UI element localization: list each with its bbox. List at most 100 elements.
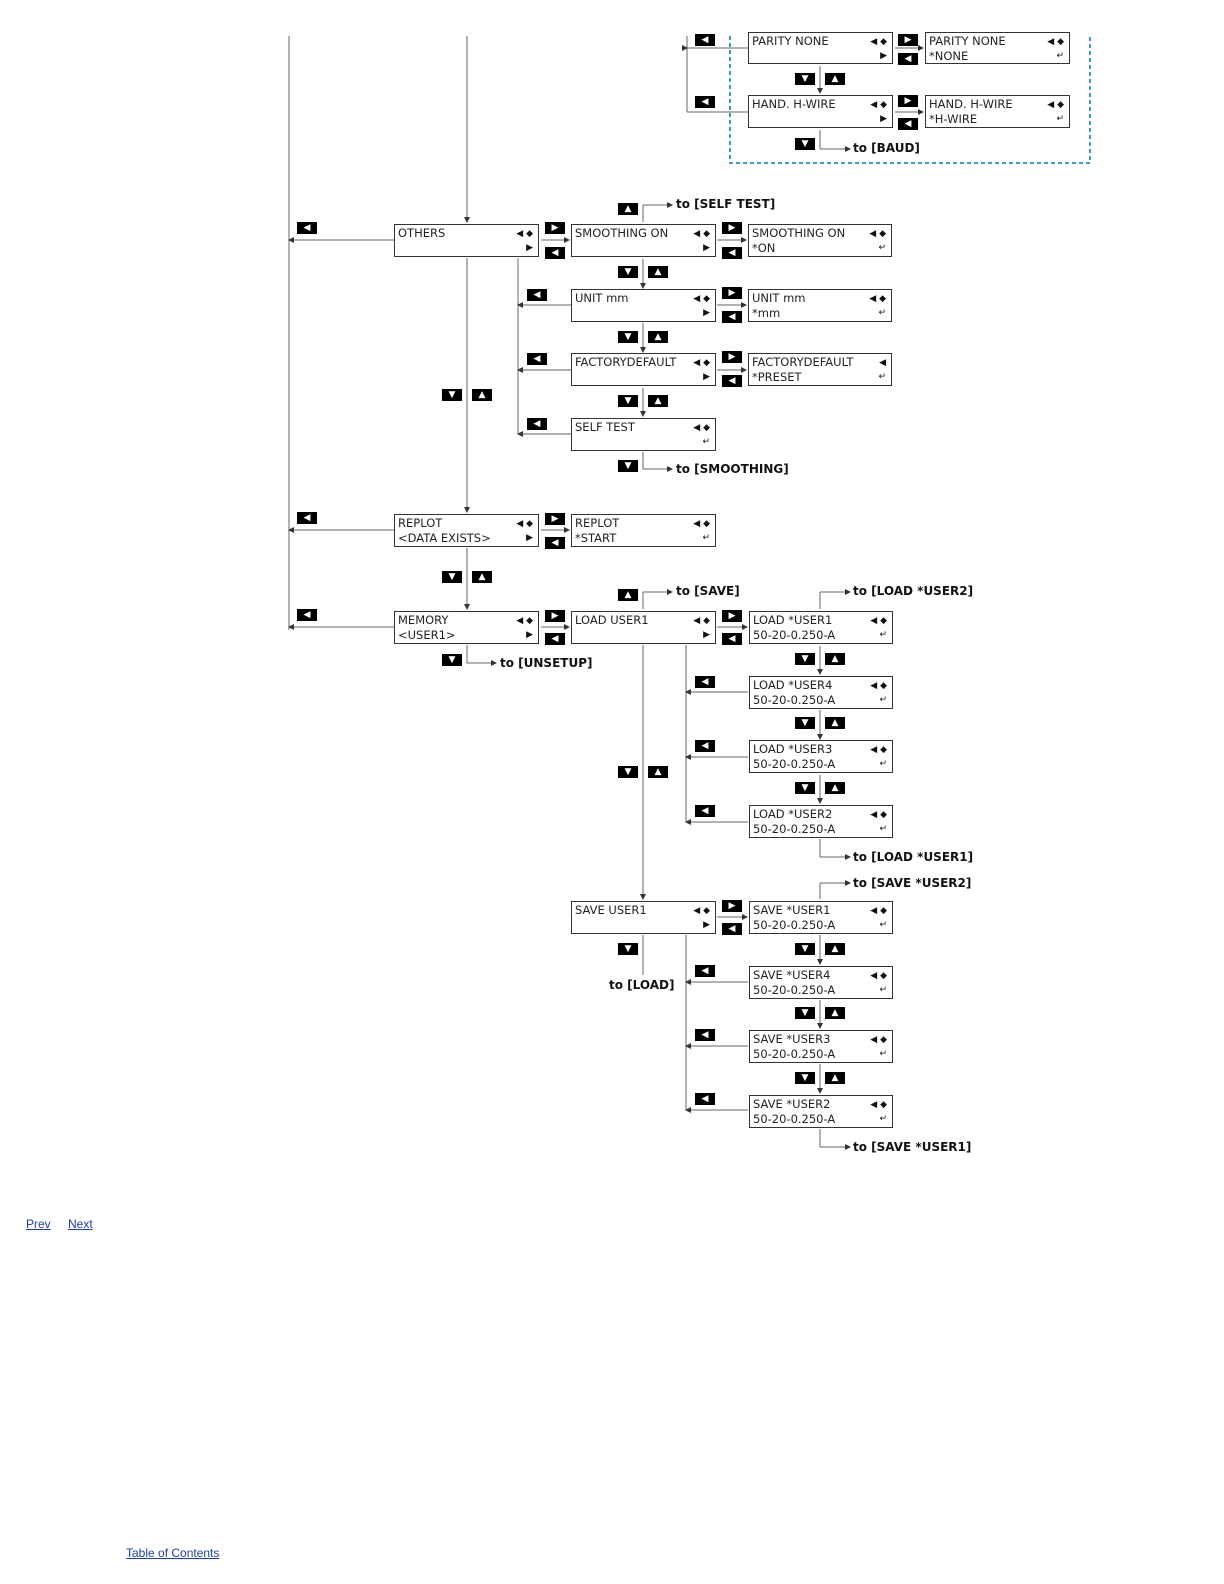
lcd-line2: 50-20-0.250-A — [753, 918, 836, 932]
lcd-factorydefault: FACTORYDEFAULT ◀ ◆ ▶ — [571, 353, 716, 386]
left-key-icon: ◀ — [695, 34, 715, 46]
down-key-icon: ▼ — [795, 1072, 815, 1084]
up-key-icon: ▲ — [825, 717, 845, 729]
down-key-icon: ▼ — [442, 571, 462, 583]
down-key-icon: ▼ — [618, 266, 638, 278]
label-to-save-user1: to [SAVE *USER1] — [853, 1140, 972, 1154]
right-key-icon: ▶ — [545, 513, 565, 525]
right-arrow-icon: ▶ — [703, 630, 710, 640]
left-key-icon: ◀ — [695, 96, 715, 108]
left-key-icon: ◀ — [527, 289, 547, 301]
lcd-hand-hwire: HAND. H-WIRE ◀ ◆ ▶ — [748, 95, 893, 128]
up-key-icon: ▲ — [825, 653, 845, 665]
left-key-icon: ◀ — [545, 537, 565, 549]
down-key-icon: ▼ — [795, 782, 815, 794]
down-key-icon: ▼ — [442, 389, 462, 401]
left-key-icon: ◀ — [722, 247, 742, 259]
up-key-icon: ▲ — [648, 766, 668, 778]
left-key-icon: ◀ — [722, 633, 742, 645]
down-key-icon: ▼ — [618, 460, 638, 472]
left-updown-icon: ◀ ◆ — [870, 1100, 887, 1110]
enter-icon: ↵ — [702, 533, 710, 543]
lcd-line1: LOAD *USER2 — [753, 807, 833, 821]
enter-icon: ↵ — [879, 1049, 887, 1059]
left-key-icon: ◀ — [545, 247, 565, 259]
lcd-unit-mm-sub: UNIT mm *mm ◀ ◆ ↵ — [748, 289, 892, 322]
left-updown-icon: ◀ ◆ — [1047, 100, 1064, 110]
enter-icon: ↵ — [702, 437, 710, 447]
lcd-line1: LOAD *USER3 — [753, 742, 833, 756]
down-key-icon: ▼ — [618, 766, 638, 778]
enter-icon: ↵ — [878, 372, 886, 382]
enter-icon: ↵ — [879, 824, 887, 834]
enter-icon: ↵ — [879, 985, 887, 995]
left-key-icon: ◀ — [722, 923, 742, 935]
up-key-icon: ▲ — [825, 943, 845, 955]
lcd-save-user3: SAVE *USER3 50-20-0.250-A ◀ ◆ ↵ — [749, 1030, 893, 1063]
left-key-icon: ◀ — [695, 740, 715, 752]
lcd-line1: PARITY NONE — [752, 34, 829, 48]
left-key-icon: ◀ — [722, 375, 742, 387]
table-of-contents-link[interactable]: Table of Contents — [126, 1546, 220, 1560]
down-key-icon: ▼ — [795, 653, 815, 665]
label-to-load-user2: to [LOAD *USER2] — [853, 584, 974, 598]
left-key-icon: ◀ — [898, 118, 918, 130]
lcd-line2: 50-20-0.250-A — [753, 628, 836, 642]
up-key-icon: ▲ — [825, 1072, 845, 1084]
right-key-icon: ▶ — [545, 610, 565, 622]
prev-link[interactable]: Prev — [26, 1217, 51, 1231]
lcd-line1: HAND. H-WIRE — [752, 97, 836, 111]
left-key-icon: ◀ — [695, 1029, 715, 1041]
label-to-self-test: to [SELF TEST] — [676, 197, 776, 211]
up-key-icon: ▲ — [825, 73, 845, 85]
left-key-icon: ◀ — [297, 512, 317, 524]
lcd-line1: MEMORY — [398, 613, 449, 627]
down-key-icon: ▼ — [618, 331, 638, 343]
right-arrow-icon: ▶ — [526, 630, 533, 640]
right-key-icon: ▶ — [722, 287, 742, 299]
lcd-line2: 50-20-0.250-A — [753, 822, 836, 836]
lcd-replot-sub: REPLOT *START ◀ ◆ ↵ — [571, 514, 716, 547]
up-key-icon: ▲ — [618, 589, 638, 601]
right-key-icon: ▶ — [898, 95, 918, 107]
lcd-unit-mm: UNIT mm ◀ ◆ ▶ — [571, 289, 716, 322]
lcd-line2: 50-20-0.250-A — [753, 1047, 836, 1061]
lcd-parity-none: PARITY NONE ◀ ◆ ▶ — [748, 32, 893, 64]
lcd-line2: 50-20-0.250-A — [753, 983, 836, 997]
left-updown-icon: ◀ ◆ — [870, 37, 887, 47]
left-updown-icon: ◀ ◆ — [516, 616, 533, 626]
up-key-icon: ▲ — [618, 203, 638, 215]
lcd-factorydefault-sub: FACTORYDEFAULT *PRESET ◀ ↵ — [748, 353, 892, 386]
enter-icon: ↵ — [1056, 51, 1064, 61]
lcd-line1: SAVE *USER2 — [753, 1097, 831, 1111]
left-updown-icon: ◀ ◆ — [1047, 37, 1064, 47]
left-key-icon: ◀ — [695, 676, 715, 688]
lcd-smoothing-on-sub: SMOOTHING ON *ON ◀ ◆ ↵ — [748, 224, 892, 257]
lcd-save-user1: SAVE USER1 ◀ ◆ ▶ — [571, 901, 716, 934]
right-arrow-icon: ▶ — [526, 533, 533, 543]
left-arrow-icon: ◀ — [879, 358, 886, 368]
lcd-others: OTHERS ◀ ◆ ▶ — [394, 224, 539, 257]
lcd-line1: SMOOTHING ON — [752, 226, 846, 240]
lcd-line2: *ON — [752, 241, 776, 255]
lcd-parity-none-sub: PARITY NONE *NONE ◀ ◆ ↵ — [925, 32, 1070, 64]
lcd-memory: MEMORY <USER1> ◀ ◆ ▶ — [394, 611, 539, 644]
lcd-line2: *mm — [752, 306, 781, 320]
lcd-replot: REPLOT <DATA EXISTS> ◀ ◆ ▶ — [394, 514, 539, 547]
dashed-frame — [729, 36, 1091, 164]
up-key-icon: ▲ — [472, 571, 492, 583]
right-arrow-icon: ▶ — [703, 243, 710, 253]
enter-icon: ↵ — [879, 695, 887, 705]
right-arrow-icon: ▶ — [526, 243, 533, 253]
lcd-line1: UNIT mm — [752, 291, 806, 305]
lcd-load-user4: LOAD *USER4 50-20-0.250-A ◀ ◆ ↵ — [749, 676, 893, 709]
lcd-line2: <USER1> — [398, 628, 456, 642]
left-updown-icon: ◀ ◆ — [516, 519, 533, 529]
right-key-icon: ▶ — [722, 610, 742, 622]
left-updown-icon: ◀ ◆ — [869, 294, 886, 304]
lcd-line1: LOAD *USER1 — [753, 613, 833, 627]
label-to-load-user1: to [LOAD *USER1] — [853, 850, 974, 864]
next-link[interactable]: Next — [68, 1217, 93, 1231]
lcd-line1: SAVE *USER1 — [753, 903, 831, 917]
